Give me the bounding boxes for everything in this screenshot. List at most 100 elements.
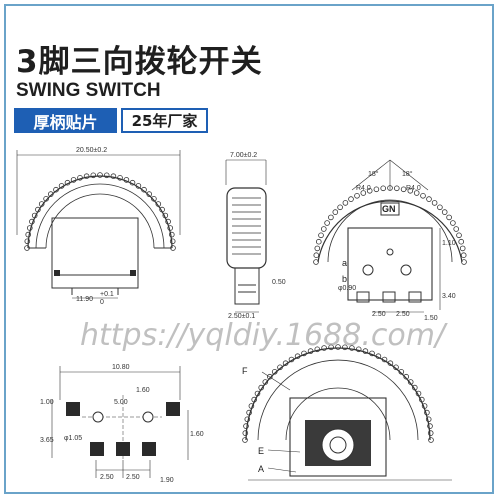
factory-badge: 25年厂家 <box>121 108 208 133</box>
knurl-tooth <box>418 396 425 403</box>
knurl-tooth <box>362 348 369 354</box>
knurl-tooth <box>70 177 77 183</box>
pcb-footprint <box>51 366 189 478</box>
pcb-pad-2 <box>166 402 180 416</box>
knurl-tooth <box>110 173 117 180</box>
knurl-tooth <box>170 245 176 251</box>
knurl-tooth <box>461 259 467 265</box>
knurl-tooth <box>251 396 258 403</box>
knurl-tooth <box>407 188 414 194</box>
knurl-tooth <box>403 373 410 380</box>
knurl-tooth <box>366 188 373 194</box>
knurl-tooth <box>360 190 367 196</box>
knurl-tooth <box>375 353 382 360</box>
knurl-tooth <box>262 379 269 385</box>
knurl-tooth <box>288 356 295 363</box>
knurl-tooth <box>437 204 443 211</box>
knurl-teeth-front <box>24 172 176 251</box>
knurl-tooth <box>398 368 405 375</box>
knurl-tooth <box>64 179 71 186</box>
dim-pcb-2-50-a: 2.50 <box>100 474 114 481</box>
dim-front-tol-plus: +0.1 <box>100 291 114 298</box>
dim-side-pin: 0.50 <box>272 279 286 286</box>
knurl-tooth <box>318 232 324 239</box>
knurl-tooth <box>242 437 248 443</box>
knurl-tooth <box>38 201 45 207</box>
dim-pcb-hole: φ1.05 <box>64 435 82 442</box>
knurl-teeth-right <box>313 185 467 265</box>
knurl-tooth <box>387 360 394 367</box>
knurl-tooth <box>146 191 153 197</box>
knurl-tooth <box>328 344 334 351</box>
knurl-tooth <box>313 252 320 259</box>
dim-front-width: 20.50±0.2 <box>76 147 107 154</box>
dim-pcb-1-00: 1.00 <box>40 399 54 406</box>
dim-front-pin: 11.90 <box>76 296 93 303</box>
knurl-tooth <box>244 416 251 423</box>
knurl-tooth <box>431 200 438 206</box>
knurl-tooth <box>458 238 465 245</box>
knurl-tooth <box>58 183 65 189</box>
knurl-tooth <box>348 196 354 202</box>
knurl-tooth <box>441 209 448 215</box>
knurl-tooth <box>342 200 349 206</box>
dim-pitch-a: 2.50 <box>372 311 386 318</box>
knurl-tooth <box>155 201 162 207</box>
knurl-tooth <box>335 344 341 350</box>
knurl-tooth <box>413 190 420 196</box>
dim-angle-left: 18° <box>368 170 379 178</box>
knurl-tooth <box>450 220 456 226</box>
pcb-pad-3 <box>90 442 104 456</box>
part-e-label: E <box>258 446 264 456</box>
knurl-tooth <box>246 409 252 416</box>
knurl-tooth <box>53 186 59 193</box>
knurl-tooth <box>324 220 330 226</box>
knurl-tooth <box>151 196 157 202</box>
knurl-tooth <box>459 245 466 252</box>
knurl-tooth <box>266 373 273 380</box>
knurl-tooth <box>424 409 430 416</box>
pcb-pad-4 <box>116 442 130 456</box>
knurl-tooth <box>380 185 387 192</box>
pcb-pad-1 <box>66 402 80 416</box>
knurl-tooth <box>321 345 327 351</box>
side-view <box>225 159 267 313</box>
knurl-tooth <box>242 430 249 436</box>
knurl-tooth <box>354 193 360 199</box>
knurl-tooth <box>271 368 278 375</box>
knurl-tooth <box>25 231 32 238</box>
knurl-tooth <box>393 185 400 192</box>
front-pin-left <box>54 270 60 276</box>
dim-pcb-1-90: 1.90 <box>160 477 174 484</box>
knurl-tooth <box>446 214 452 221</box>
front-pin-right <box>130 270 136 276</box>
top-right-view <box>317 159 463 313</box>
knurl-tooth <box>320 226 327 232</box>
knurl-tooth <box>31 212 38 219</box>
knurl-tooth <box>97 172 103 178</box>
knurl-tooth <box>159 206 165 213</box>
product-title: 3脚三向拨轮开关 <box>16 44 263 80</box>
dim-pcb-width: 10.80 <box>112 364 130 371</box>
knurl-tooth <box>426 196 432 202</box>
knurl-tooth <box>460 252 467 259</box>
knurl-tooth <box>453 226 460 232</box>
knurl-tooth <box>103 172 110 179</box>
knurl-tooth <box>258 384 265 391</box>
knurl-tooth <box>24 238 31 245</box>
watermark-url: https://yqldiy.1688.com/ <box>80 318 446 353</box>
dim-pitch-b: 2.50 <box>396 311 410 318</box>
dim-r-left: R4.0 <box>356 185 371 192</box>
knurl-tooth <box>123 177 130 183</box>
knurl-tooth <box>47 191 54 197</box>
dim-pcb-2-50-b: 2.50 <box>126 474 140 481</box>
knurl-tooth <box>314 245 321 252</box>
knurl-tooth <box>167 225 174 231</box>
knurl-tooth <box>90 172 97 179</box>
knurl-tooth <box>254 390 261 397</box>
knurl-tooth <box>29 218 35 225</box>
knurl-tooth <box>315 238 322 245</box>
pcb-pad-5 <box>142 442 156 456</box>
terminal-b-label: b <box>342 274 347 284</box>
